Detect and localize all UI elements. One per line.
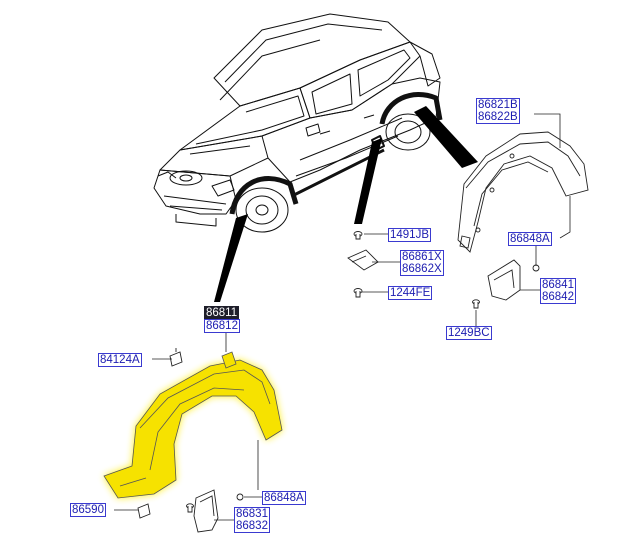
part-label-86862x[interactable]: 86862X [400, 263, 444, 276]
part-label-86848a-rear[interactable]: 86848A [508, 232, 552, 246]
part-label-86590[interactable]: 86590 [70, 503, 106, 517]
part-label-86811[interactable]: 86811 [204, 306, 240, 320]
nut-icon [236, 264, 540, 501]
part-label-86812[interactable]: 86812 [204, 319, 240, 333]
part-label-86832[interactable]: 86832 [234, 520, 270, 533]
rear-wheel-guard-illustration [457, 131, 589, 253]
part-label-86822b[interactable]: 86822B [476, 111, 520, 124]
part-label-86861x[interactable]: 86861X [400, 250, 444, 264]
bolt-icon [186, 231, 480, 513]
bracket-icon [347, 249, 379, 271]
leader-wedges [214, 106, 478, 302]
part-label-86842[interactable]: 86842 [540, 291, 576, 304]
front-wheel-guard-illustration [103, 351, 283, 499]
clip-icon [137, 348, 183, 519]
part-label-1249bc[interactable]: 1249BC [446, 326, 492, 340]
part-label-86848a-front[interactable]: 86848A [262, 491, 306, 505]
part-label-86841[interactable]: 86841 [540, 278, 576, 292]
part-label-86831[interactable]: 86831 [234, 507, 270, 521]
part-label-84124a[interactable]: 84124A [98, 353, 142, 367]
part-label-86821b[interactable]: 86821B [476, 98, 520, 112]
mud-guard-illustration [193, 259, 521, 533]
vehicle-illustration [153, 13, 443, 233]
part-label-1491jb[interactable]: 1491JB [388, 228, 432, 242]
leader-lines [114, 113, 571, 521]
part-label-1244fe[interactable]: 1244FE [388, 286, 433, 300]
